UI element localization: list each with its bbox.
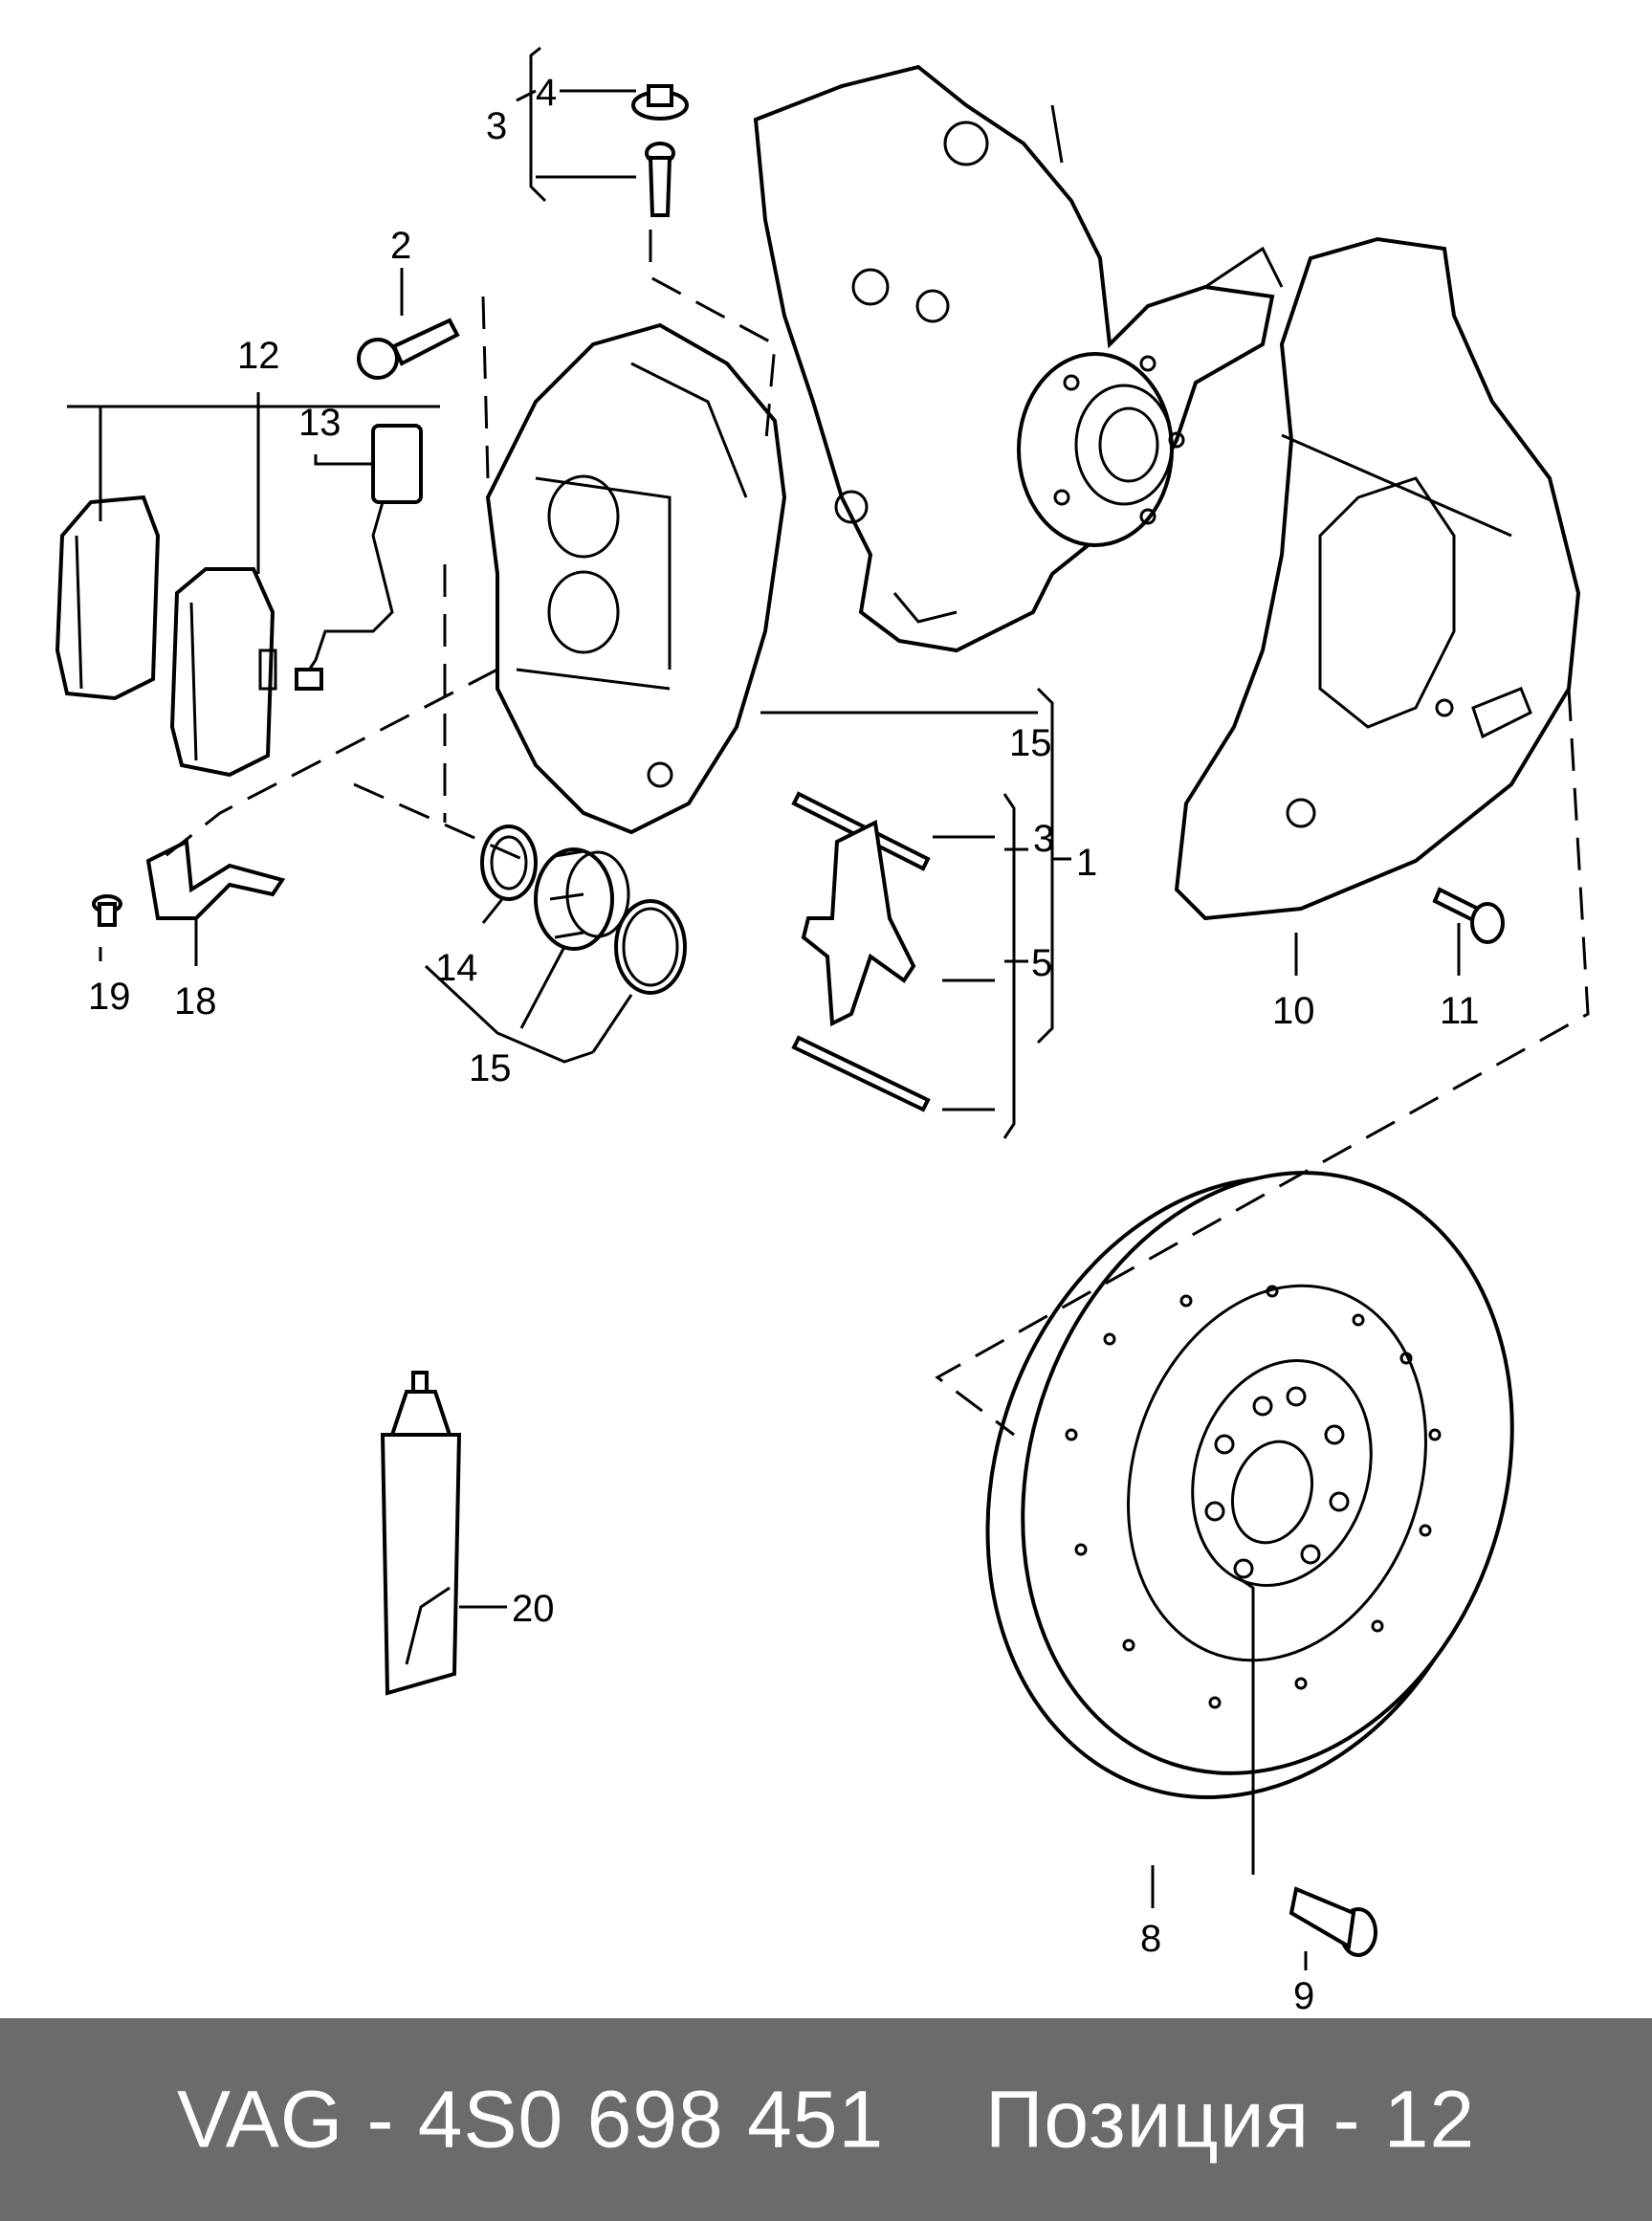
label-12: 12 (237, 335, 280, 377)
label-15-bottom: 15 (469, 1047, 512, 1089)
label-3-right: 3 (1033, 818, 1054, 860)
brake-caliper (485, 322, 787, 835)
label-13: 13 (298, 402, 341, 444)
brake-assembly-diagram: 4 3 2 12 13 15 3 1 5 19 18 14 15 10 11 2… (55, 46, 1590, 2017)
label-3-top: 3 (486, 105, 507, 147)
label-5: 5 (1031, 942, 1052, 984)
steering-knuckle (753, 64, 1284, 653)
label-8: 8 (1140, 1918, 1161, 1960)
label-15-right: 15 (1009, 722, 1052, 764)
label-19: 19 (88, 976, 131, 1018)
label-4: 4 (536, 72, 557, 114)
callout-labels: 4 3 2 12 13 15 3 1 5 19 18 14 15 10 11 2… (88, 72, 1480, 2017)
assembly-lines (152, 230, 1590, 1437)
label-9: 9 (1293, 1975, 1314, 2017)
label-14: 14 (435, 947, 478, 989)
label-20: 20 (512, 1588, 555, 1630)
brake-pads (55, 495, 277, 778)
bolt-2 (357, 318, 460, 380)
bracket-18 (145, 838, 286, 920)
bolts-3-4 (631, 84, 689, 217)
label-2: 2 (390, 225, 411, 267)
label-11: 11 (1440, 990, 1480, 1032)
label-18: 18 (174, 980, 217, 1023)
position-label: Позиция - 12 (985, 2074, 1476, 2165)
bolt-19 (92, 894, 122, 927)
backing-plate (1174, 236, 1581, 921)
caliper-seals (480, 825, 687, 995)
leader-lines (67, 46, 1512, 1970)
bolt-11 (1432, 887, 1505, 944)
grease-tube (380, 1371, 462, 1696)
label-10: 10 (1272, 990, 1315, 1032)
pins-and-spring (791, 791, 931, 1112)
label-1: 1 (1076, 842, 1097, 884)
part-number: VAG - 4S0 698 451 (177, 2074, 885, 2165)
screw-9 (1289, 1886, 1377, 1957)
footer-bar: VAG - 4S0 698 451 Позиция - 12 (0, 2018, 1652, 2221)
brake-disc (985, 1171, 1514, 1799)
